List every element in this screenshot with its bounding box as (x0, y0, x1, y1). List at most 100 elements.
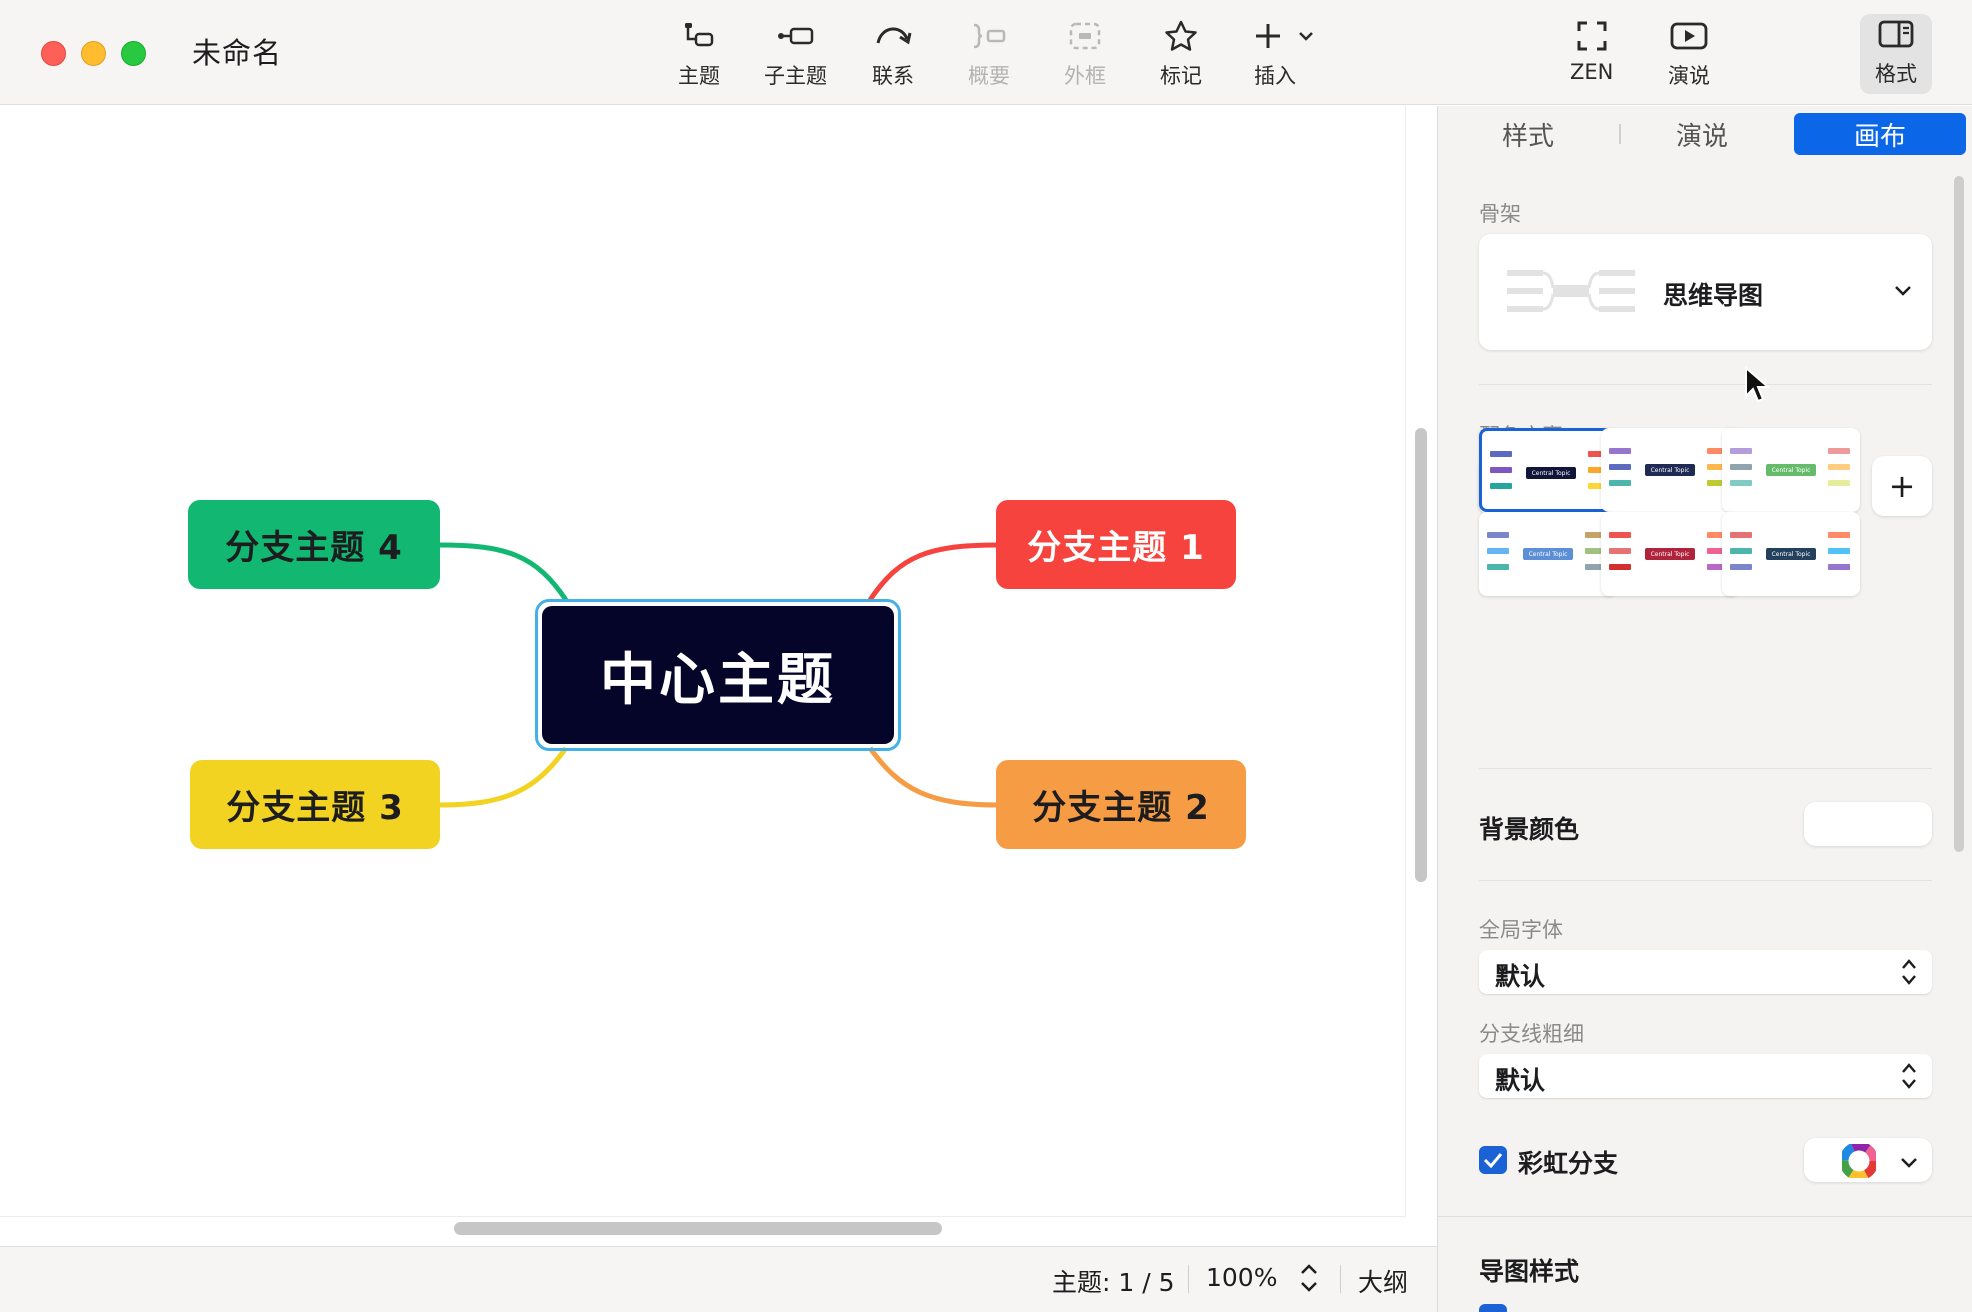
topic-button[interactable]: 主题 (678, 16, 720, 90)
marker-label: 标记 (1160, 64, 1202, 88)
relationship-button[interactable]: 联系 (872, 16, 914, 90)
title-bar: 未命名 主题 子主题 联系 概要 外框 标记 (0, 0, 1972, 105)
theme-central-preview: Central Topic (1523, 548, 1573, 560)
tab-canvas[interactable]: 画布 (1794, 113, 1966, 155)
theme-branch-preview (1585, 564, 1607, 570)
tab-separator (1619, 124, 1621, 144)
branch-topic-3[interactable]: 分支主题 3 (190, 760, 440, 849)
branch-width-select[interactable]: 默认 (1479, 1054, 1932, 1098)
theme-branch-preview (1707, 480, 1729, 486)
color-theme-option[interactable]: Central Topic (1722, 512, 1860, 596)
zoom-window-button[interactable] (121, 41, 146, 66)
chevron-down-icon (1894, 282, 1912, 301)
canvas-vertical-scrollbar[interactable] (1415, 428, 1427, 882)
sidebar-panel-icon (1876, 14, 1916, 54)
theme-branch-preview (1707, 448, 1729, 454)
zoom-stepper-icon[interactable] (1298, 1261, 1320, 1299)
theme-branch-preview (1707, 548, 1729, 554)
divider (1479, 880, 1932, 881)
boundary-button[interactable]: 外框 (1064, 16, 1106, 90)
summary-button[interactable]: 概要 (968, 16, 1010, 90)
panel-scrollbar[interactable] (1954, 176, 1964, 852)
theme-branch-preview (1730, 464, 1752, 470)
rainbow-branch-checkbox[interactable] (1479, 1146, 1507, 1174)
theme-branch-preview (1828, 464, 1850, 470)
global-font-label: 全局字体 (1479, 918, 1563, 942)
canvas-bottom-divider (0, 1216, 1406, 1217)
theme-branch-preview (1487, 532, 1509, 538)
color-theme-option[interactable]: Central Topic (1722, 428, 1860, 512)
tab-style[interactable]: 样式 (1501, 121, 1554, 152)
theme-branch-preview (1730, 548, 1752, 554)
theme-branch-preview (1585, 548, 1607, 554)
tab-pitch[interactable]: 演说 (1675, 121, 1728, 152)
mouse-cursor-icon (1744, 365, 1771, 408)
document-title: 未命名 (192, 36, 283, 70)
theme-branch-preview (1609, 564, 1631, 570)
color-theme-option[interactable]: Central Topic (1479, 428, 1617, 512)
minimize-window-button[interactable] (81, 41, 106, 66)
theme-branch-preview (1609, 480, 1631, 486)
boundary-icon (1065, 16, 1105, 56)
theme-branch-preview (1828, 480, 1850, 486)
outline-button[interactable]: 大纲 (1358, 1268, 1409, 1297)
central-topic-selection[interactable]: 中心主题 (535, 599, 901, 751)
theme-branch-preview (1828, 564, 1850, 570)
subtopic-button[interactable]: 子主题 (764, 16, 827, 90)
status-separator (1340, 1265, 1341, 1293)
skeleton-value: 思维导图 (1663, 281, 1764, 310)
panel-tabs: 样式 演说 画布 (1438, 106, 1972, 162)
format-label: 格式 (1875, 62, 1917, 86)
divider (1479, 768, 1932, 769)
theme-branch-preview (1730, 448, 1752, 454)
topic-icon (679, 16, 719, 56)
add-color-scheme-button[interactable]: + (1872, 456, 1932, 516)
background-color-swatch[interactable] (1804, 802, 1932, 846)
branch-topic-2[interactable]: 分支主题 2 (996, 760, 1246, 849)
color-theme-option[interactable]: Central Topic (1601, 512, 1739, 596)
color-wheel-icon (1839, 1141, 1879, 1182)
branch-topic-1[interactable]: 分支主题 1 (996, 500, 1236, 589)
canvas-horizontal-scrollbar[interactable] (454, 1222, 942, 1235)
rainbow-color-picker[interactable] (1804, 1138, 1932, 1182)
skeleton-selector[interactable]: 思维导图 (1479, 234, 1932, 350)
skeleton-label: 骨架 (1479, 202, 1521, 226)
format-panel: 样式 演说 画布 骨架 思维导图 配色方案 (1437, 106, 1972, 1312)
central-topic[interactable]: 中心主题 (542, 606, 894, 744)
theme-branch-preview (1490, 467, 1512, 473)
zoom-level[interactable]: 100% (1206, 1263, 1278, 1292)
map-style-label: 导图样式 (1479, 1257, 1580, 1286)
updown-chevron-icon (1900, 1060, 1918, 1096)
branch-width-label: 分支线粗细 (1479, 1022, 1584, 1046)
theme-branch-preview (1707, 564, 1729, 570)
theme-branch-preview (1585, 532, 1607, 538)
map-style-checkbox[interactable] (1479, 1304, 1507, 1312)
pitch-button[interactable]: 演说 (1668, 16, 1710, 90)
global-font-select[interactable]: 默认 (1479, 950, 1932, 994)
theme-central-preview: Central Topic (1766, 548, 1816, 560)
branch-topic-4[interactable]: 分支主题 4 (188, 500, 440, 589)
format-button[interactable]: 格式 (1860, 14, 1932, 94)
topic-label: 主题 (678, 64, 720, 88)
theme-branch-preview (1490, 451, 1512, 457)
color-theme-option[interactable]: Central Topic (1601, 428, 1739, 512)
marker-button[interactable]: 标记 (1160, 16, 1202, 90)
theme-branch-preview (1609, 464, 1631, 470)
theme-central-preview: Central Topic (1526, 467, 1576, 479)
relationship-icon (873, 16, 913, 56)
topic-count: 主题: 1 / 5 (1052, 1268, 1175, 1297)
status-bar: 主题: 1 / 5 100% 大纲 (0, 1246, 1440, 1312)
global-font-value: 默认 (1495, 962, 1546, 991)
close-window-button[interactable] (41, 41, 66, 66)
checkmark-icon (1483, 1153, 1503, 1168)
color-theme-option[interactable]: Central Topic (1479, 512, 1617, 596)
theme-branch-preview (1609, 448, 1631, 454)
theme-branch-preview (1487, 548, 1509, 554)
boundary-label: 外框 (1064, 64, 1106, 88)
status-separator (1188, 1265, 1189, 1293)
theme-branch-preview (1828, 548, 1850, 554)
zen-button[interactable]: ZEN (1570, 16, 1613, 90)
theme-branch-preview (1730, 564, 1752, 570)
insert-button[interactable]: 插入 (1254, 16, 1318, 90)
summary-icon (969, 16, 1009, 56)
